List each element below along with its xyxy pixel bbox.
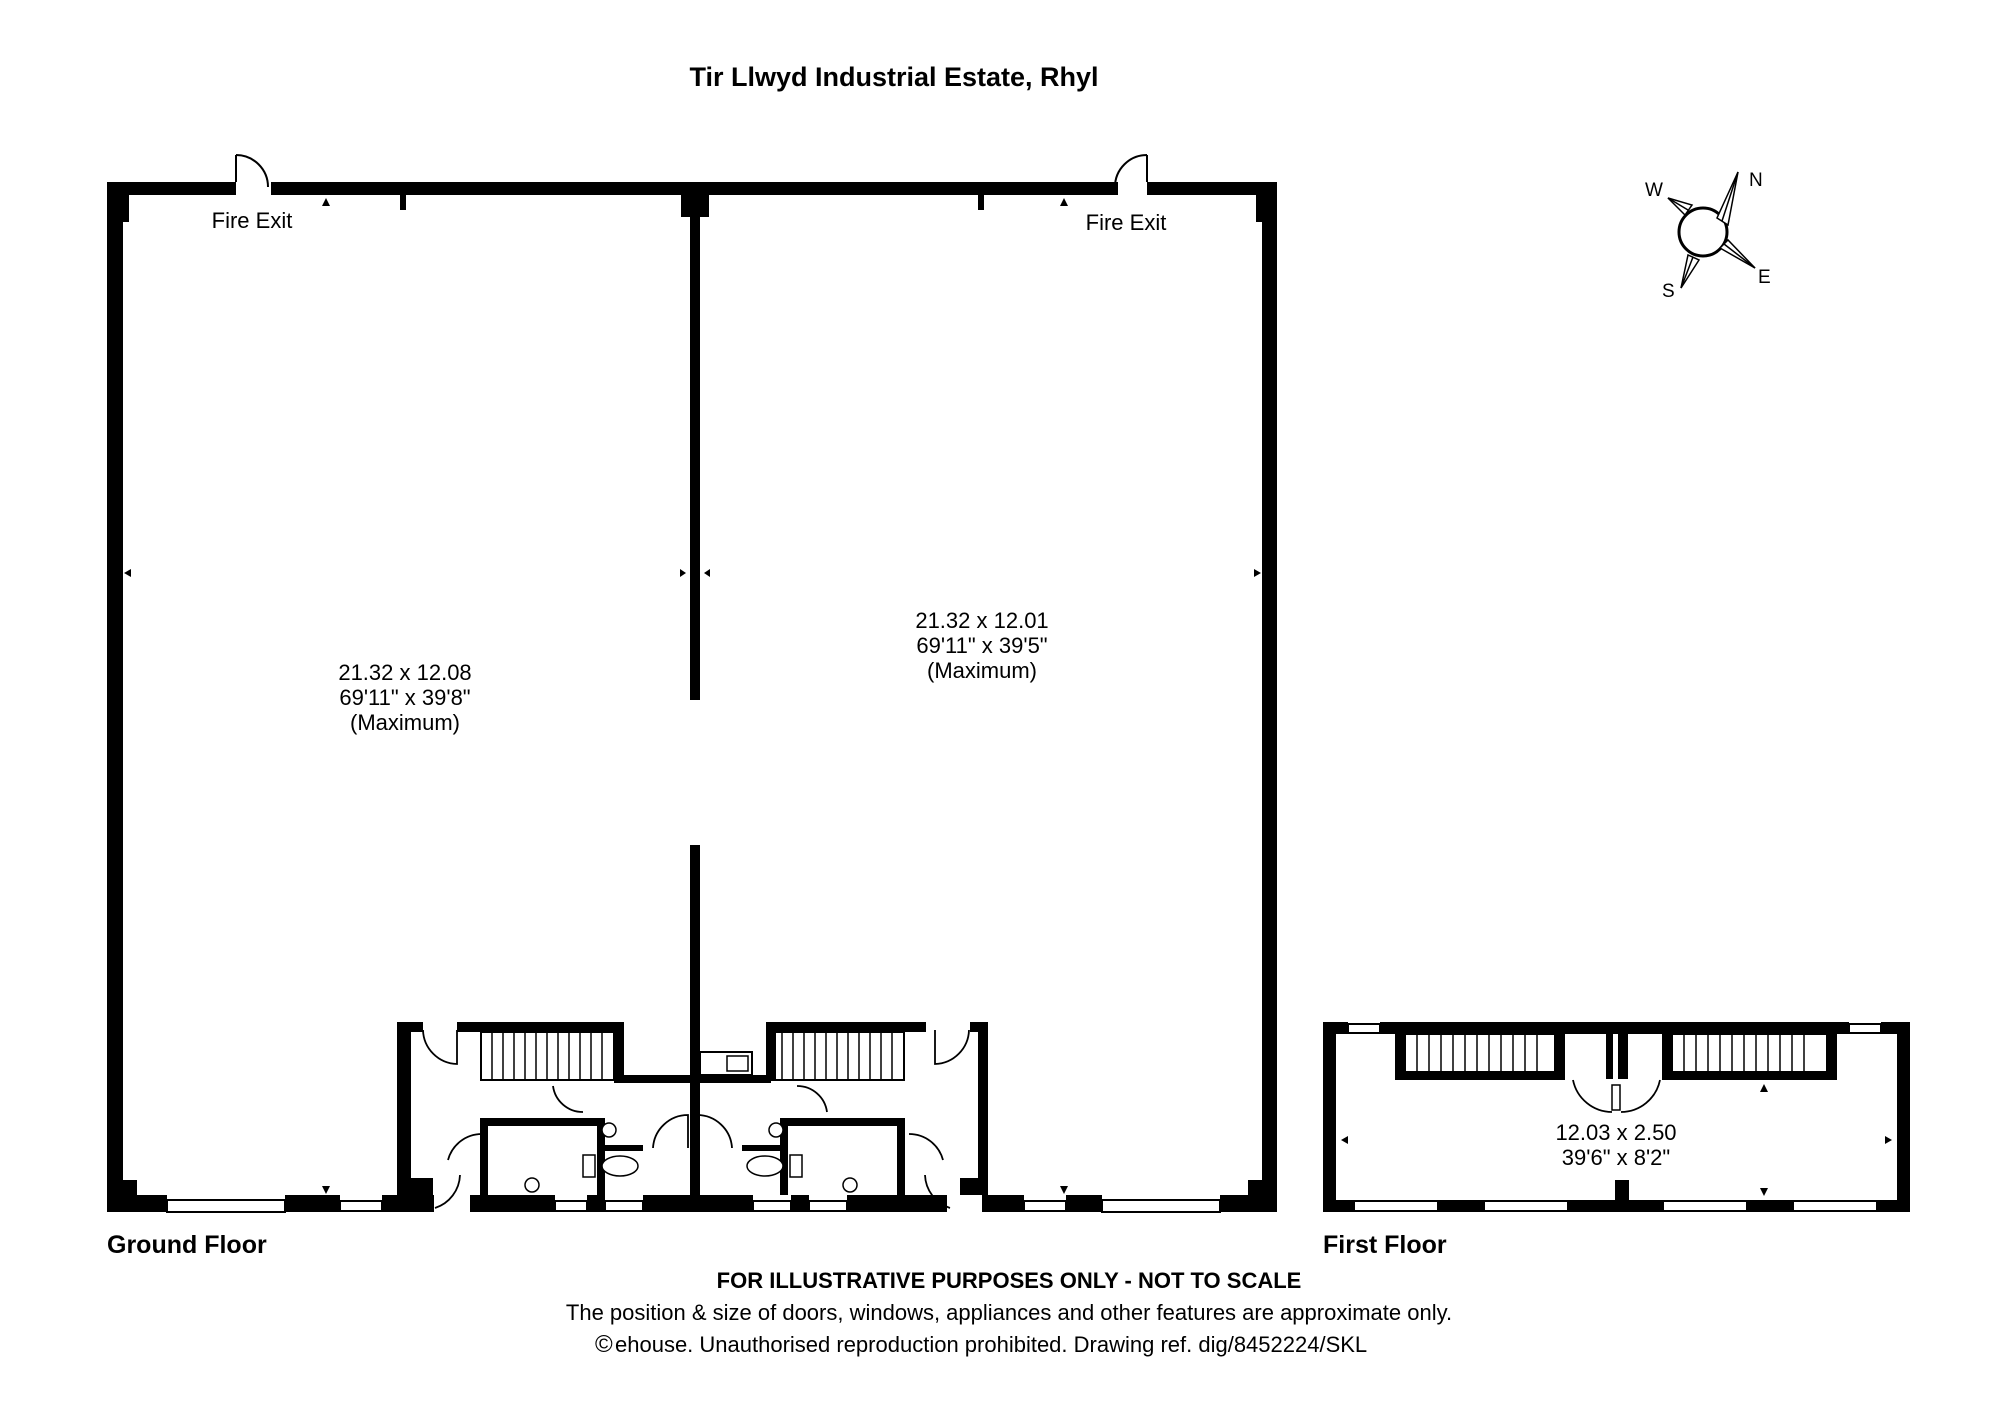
- copyright-text: ehouse. Unauthorised reproduction prohib…: [615, 1332, 1367, 1357]
- window: [339, 1200, 383, 1212]
- wall: [771, 1022, 926, 1032]
- window: [1792, 1200, 1878, 1212]
- first-floor-room-imperial: 39'6" x 8'2": [1562, 1145, 1670, 1170]
- window: [604, 1200, 644, 1212]
- roller-door: [166, 1199, 286, 1213]
- window: [1483, 1200, 1569, 1212]
- wall: [614, 1075, 771, 1083]
- window: [1353, 1200, 1439, 1212]
- wall: [470, 1195, 555, 1212]
- wall: [107, 182, 236, 195]
- window: [1662, 1200, 1748, 1212]
- roller-door: [1101, 1199, 1221, 1213]
- wall: [847, 1195, 947, 1212]
- door: [1572, 1079, 1613, 1113]
- wall: [107, 182, 123, 1212]
- toilet-cistern: [789, 1154, 803, 1178]
- wall: [1323, 1022, 1336, 1212]
- sink: [699, 1051, 753, 1076]
- window: [1023, 1200, 1067, 1212]
- toilet: [601, 1155, 639, 1177]
- wall: [397, 1022, 411, 1195]
- basin: [842, 1177, 858, 1193]
- staircase: [1671, 1033, 1828, 1073]
- window: [752, 1200, 792, 1212]
- right-room-note: (Maximum): [927, 658, 1037, 683]
- wall: [1380, 1022, 1849, 1034]
- first-floor-label: First Floor: [1323, 1231, 1447, 1259]
- wall: [480, 1118, 600, 1126]
- window: [1848, 1023, 1882, 1034]
- first-floor-plan: [1323, 1022, 1910, 1212]
- wall: [643, 1195, 753, 1212]
- fire-exit-door-right: [1114, 154, 1148, 188]
- wall: [457, 1022, 614, 1032]
- ground-floor-label: Ground Floor: [107, 1231, 267, 1259]
- first-floor-room-metric: 12.03 x 2.50: [1555, 1120, 1676, 1145]
- compass-east-label: E: [1758, 267, 1771, 288]
- wall: [1262, 182, 1277, 1212]
- plan-title: Tir Llwyd Industrial Estate, Rhyl: [689, 62, 1098, 92]
- disclaimer-note: The position & size of doors, windows, a…: [566, 1300, 1452, 1325]
- wall: [285, 1195, 340, 1212]
- toilet: [746, 1155, 784, 1177]
- left-room-metric: 21.32 x 12.08: [338, 660, 471, 685]
- compass-west-label: W: [1645, 180, 1663, 201]
- wall: [785, 1118, 905, 1126]
- wall: [1147, 182, 1277, 195]
- ground-floor-plan: [107, 154, 1277, 1213]
- disclaimer-heading: FOR ILLUSTRATIVE PURPOSES ONLY - NOT TO …: [717, 1268, 1302, 1293]
- wall: [982, 1195, 1024, 1212]
- wall: [1897, 1022, 1910, 1212]
- fire-exit-label-left: Fire Exit: [212, 208, 293, 233]
- right-room-imperial: 69'11" x 39'5": [916, 633, 1047, 658]
- wall: [382, 1195, 434, 1212]
- left-room-imperial: 69'11" x 39'8": [339, 685, 470, 710]
- wall: [978, 1022, 988, 1195]
- compass-south-label: S: [1662, 281, 1675, 302]
- window: [1347, 1023, 1381, 1034]
- wall: [1066, 1195, 1102, 1212]
- window: [554, 1200, 588, 1212]
- doors: [422, 1029, 970, 1209]
- fire-exit-door-left: [235, 154, 269, 188]
- basin: [601, 1122, 617, 1138]
- right-room-metric: 21.32 x 12.01: [915, 608, 1048, 633]
- toilet-cistern: [582, 1154, 596, 1178]
- compass-north-label: N: [1749, 170, 1763, 191]
- copyright-icon: ©: [595, 1331, 613, 1358]
- partition-wall: [690, 845, 700, 1200]
- basin: [768, 1122, 784, 1138]
- wall: [107, 1195, 167, 1212]
- wall: [1220, 1195, 1277, 1212]
- door: [1620, 1079, 1661, 1113]
- left-room-note: (Maximum): [350, 710, 460, 735]
- compass-icon: [1667, 171, 1756, 289]
- wall: [271, 182, 1118, 195]
- fire-exit-label-right: Fire Exit: [1086, 210, 1167, 235]
- partition-wall: [690, 195, 700, 700]
- basin: [524, 1177, 540, 1193]
- staircase: [1404, 1033, 1556, 1073]
- window: [808, 1200, 848, 1212]
